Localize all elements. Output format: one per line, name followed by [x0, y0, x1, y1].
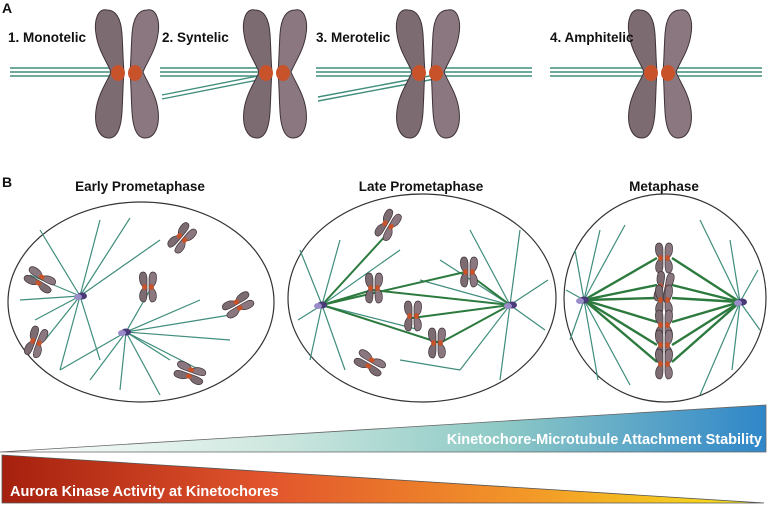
stage-label-metaphase: Metaphase [629, 179, 699, 194]
stability-gradient-label: Kinetochore-Microtubule Attachment Stabi… [447, 432, 762, 448]
syntelic-diagram [160, 9, 308, 139]
cell-late-prometaphase [287, 193, 557, 403]
aurora-gradient-label: Aurora Kinase Activity at Kinetochores [10, 484, 279, 500]
attachment-label-syntelic: 2. Syntelic [162, 30, 229, 45]
monotelic-diagram [10, 9, 160, 139]
attachment-label-monotelic: 1. Monotelic [8, 30, 86, 45]
amphitelic-diagram [550, 9, 762, 139]
aurora-gradient: Aurora Kinase Activity at Kinetochores [1, 454, 765, 504]
cell-metaphase [563, 193, 767, 403]
merotelic-diagram [316, 9, 532, 139]
stability-gradient: Kinetochore-Microtubule Attachment Stabi… [0, 404, 767, 453]
stage-label-early-prometaphase: Early Prometaphase [75, 179, 205, 194]
panel-b-label: B [2, 174, 12, 190]
attachment-label-merotelic: 3. Merotelic [316, 30, 391, 45]
stage-label-late-prometaphase: Late Prometaphase [359, 179, 484, 194]
cell-early-prometaphase [7, 201, 275, 403]
panel-a-label: A [2, 0, 12, 16]
attachment-label-amphitelic: 4. Amphitelic [550, 30, 634, 45]
